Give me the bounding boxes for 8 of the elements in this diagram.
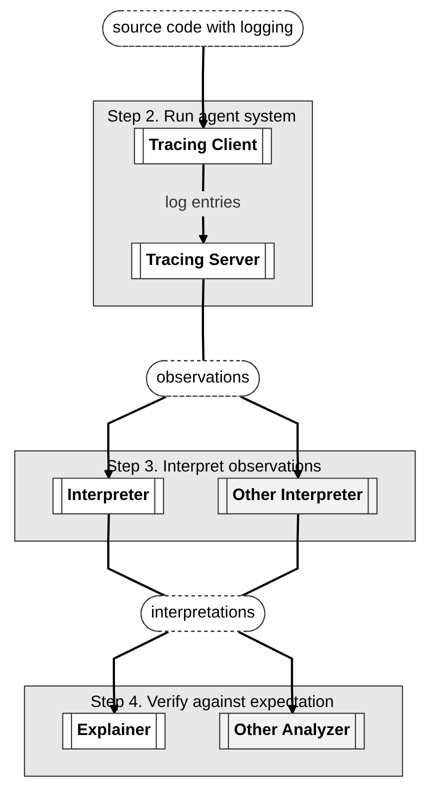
arrow: [198, 46, 208, 130]
arrow: [109, 630, 169, 714]
arrow: [240, 396, 303, 480]
connector: [107, 514, 167, 598]
connector: [240, 514, 300, 598]
connector: [202, 279, 205, 362]
arrow: [104, 396, 167, 480]
edge-label: log entries: [165, 193, 241, 212]
